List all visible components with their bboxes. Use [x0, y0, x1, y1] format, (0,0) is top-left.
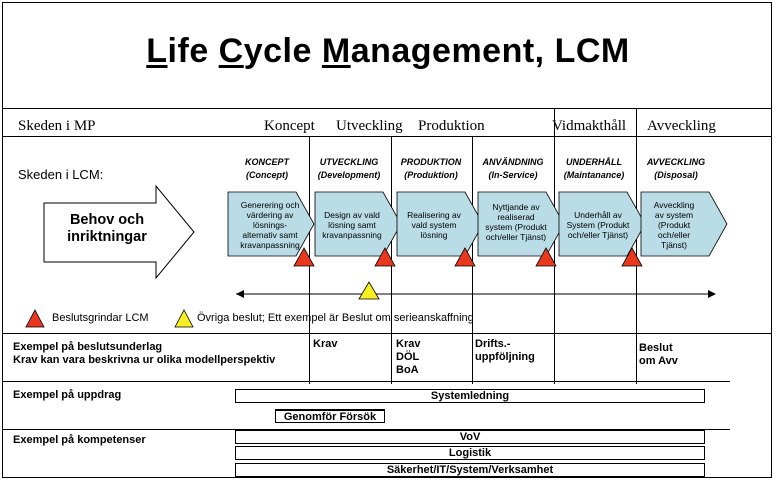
lcm-row-label: Skeden i LCM:	[18, 167, 104, 182]
gate-triangle-icon	[535, 247, 557, 267]
mp-phase-avveckling: Avveckling	[647, 118, 716, 134]
bar-sakerhet: Säkerhet/IT/System/Verksamhet	[235, 463, 705, 477]
legend-other-decision-label: Övriga beslut; Ett exempel är Beslut om …	[197, 312, 474, 324]
bar-logistik: Logistik	[235, 446, 705, 460]
page-title: Life Cycle Management, LCM	[146, 32, 630, 70]
timeline-left-arrowhead-icon	[236, 290, 244, 298]
lcm-phase-heading-utveckling: UTVECKLING(Development)	[317, 157, 381, 180]
separator-uppdrag	[2, 429, 730, 430]
lcm-phase-chevron	[640, 191, 728, 257]
mp-phase-koncept: Koncept	[264, 118, 315, 134]
beslut-cell-drifts: Drifts.-uppföljning	[475, 338, 535, 363]
bar-genomfor-forsok: Genomför Försök	[275, 409, 385, 423]
bar-systemledning: Systemledning	[235, 389, 705, 403]
separator-lcm	[2, 333, 772, 334]
lcm-phase-chevron	[314, 191, 402, 257]
kompetenser-label: Exempel på kompetenser	[13, 434, 146, 446]
gate-triangle-icon	[621, 247, 643, 267]
timeline-right-arrowhead-icon	[708, 290, 716, 298]
bar-vov: VoV	[235, 430, 705, 444]
lcm-phase-heading-produktion: PRODUKTION(Produktion)	[400, 157, 462, 180]
mp-row-label: Skeden i MP	[18, 118, 96, 134]
uppdrag-label: Exempel på uppdrag	[13, 389, 122, 401]
lcm-phase-chevron	[227, 191, 315, 257]
legend-gate-icon	[25, 309, 45, 328]
legend-decision-icon	[174, 309, 194, 328]
lcm-phase-heading-underhall: UNDERHÅLL(Maintanance)	[563, 157, 625, 180]
behov-arrow-icon	[43, 184, 195, 280]
phase-boundary	[636, 108, 637, 384]
mp-phase-utveckling: Utveckling	[336, 118, 403, 134]
lcm-phase-chevron	[558, 191, 646, 257]
separator-beslut	[2, 381, 730, 382]
gate-triangle-icon	[374, 247, 396, 267]
lcm-phase-heading-anvandning: ANVÄNDNING(In-Service)	[482, 157, 544, 180]
separator-title	[2, 108, 772, 109]
gate-triangle-icon	[293, 247, 315, 267]
lcm-phase-chevron	[396, 191, 484, 257]
lcm-phase-heading-avveckling: AVVECKLING(Disposal)	[646, 157, 706, 180]
beslut-cell-krav: Krav	[313, 338, 338, 350]
phase-boundary	[554, 108, 555, 384]
separator-mp	[2, 136, 772, 137]
phase-boundary	[472, 136, 473, 384]
gate-triangle-icon	[454, 247, 476, 267]
mp-phase-produktion: Produktion	[418, 118, 485, 134]
lcm-phase-chevron	[477, 191, 565, 257]
diagram-frame	[2, 2, 772, 478]
mp-phase-vidmakthall: Vidmakthåll	[552, 118, 627, 134]
legend-gates-label: Beslutsgrindar LCM	[52, 312, 149, 324]
decision-triangle-icon	[358, 281, 380, 300]
lcm-phase-heading-koncept: KONCEPT(Concept)	[244, 157, 289, 180]
